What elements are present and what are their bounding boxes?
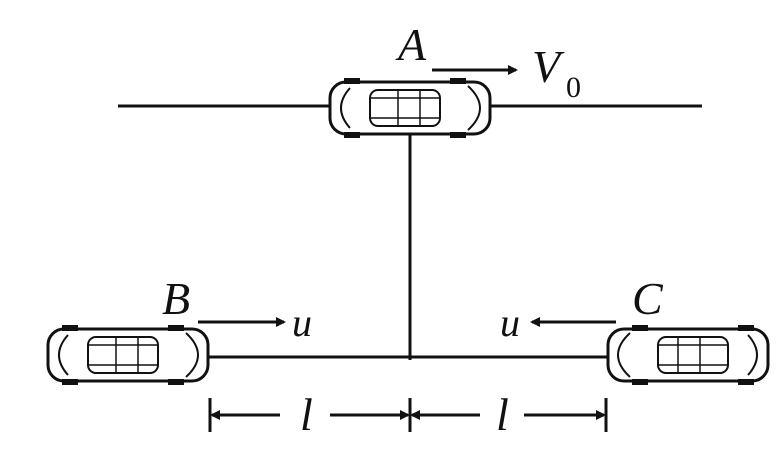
dimension-left-label: l [300,389,313,440]
velocity-v0-subscript: 0 [566,71,581,104]
car-b-icon [46,323,210,387]
car-c-velocity-label: u [500,300,520,345]
car-a-label: A [395,19,427,70]
dimension-right-label: l [496,389,509,440]
car-c-icon [606,323,770,387]
velocity-v0-symbol: V [532,41,565,92]
car-b-velocity-label: u [292,300,312,345]
car-c-label: C [632,273,664,324]
car-b-label: B [162,273,190,324]
car-a-icon [328,76,492,140]
